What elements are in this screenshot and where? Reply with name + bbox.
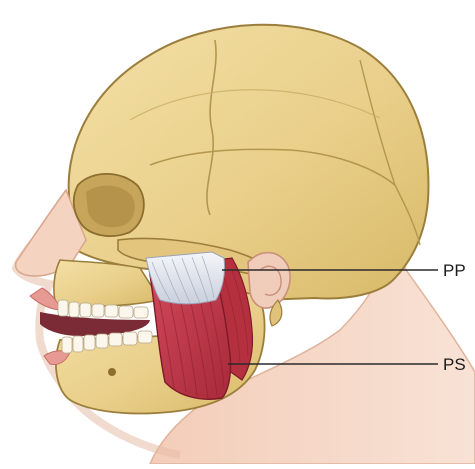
masseter-tendon bbox=[146, 252, 225, 304]
label-ps: PS bbox=[443, 356, 466, 373]
label-pp: PP bbox=[443, 262, 466, 279]
mental-foramen bbox=[108, 368, 116, 376]
